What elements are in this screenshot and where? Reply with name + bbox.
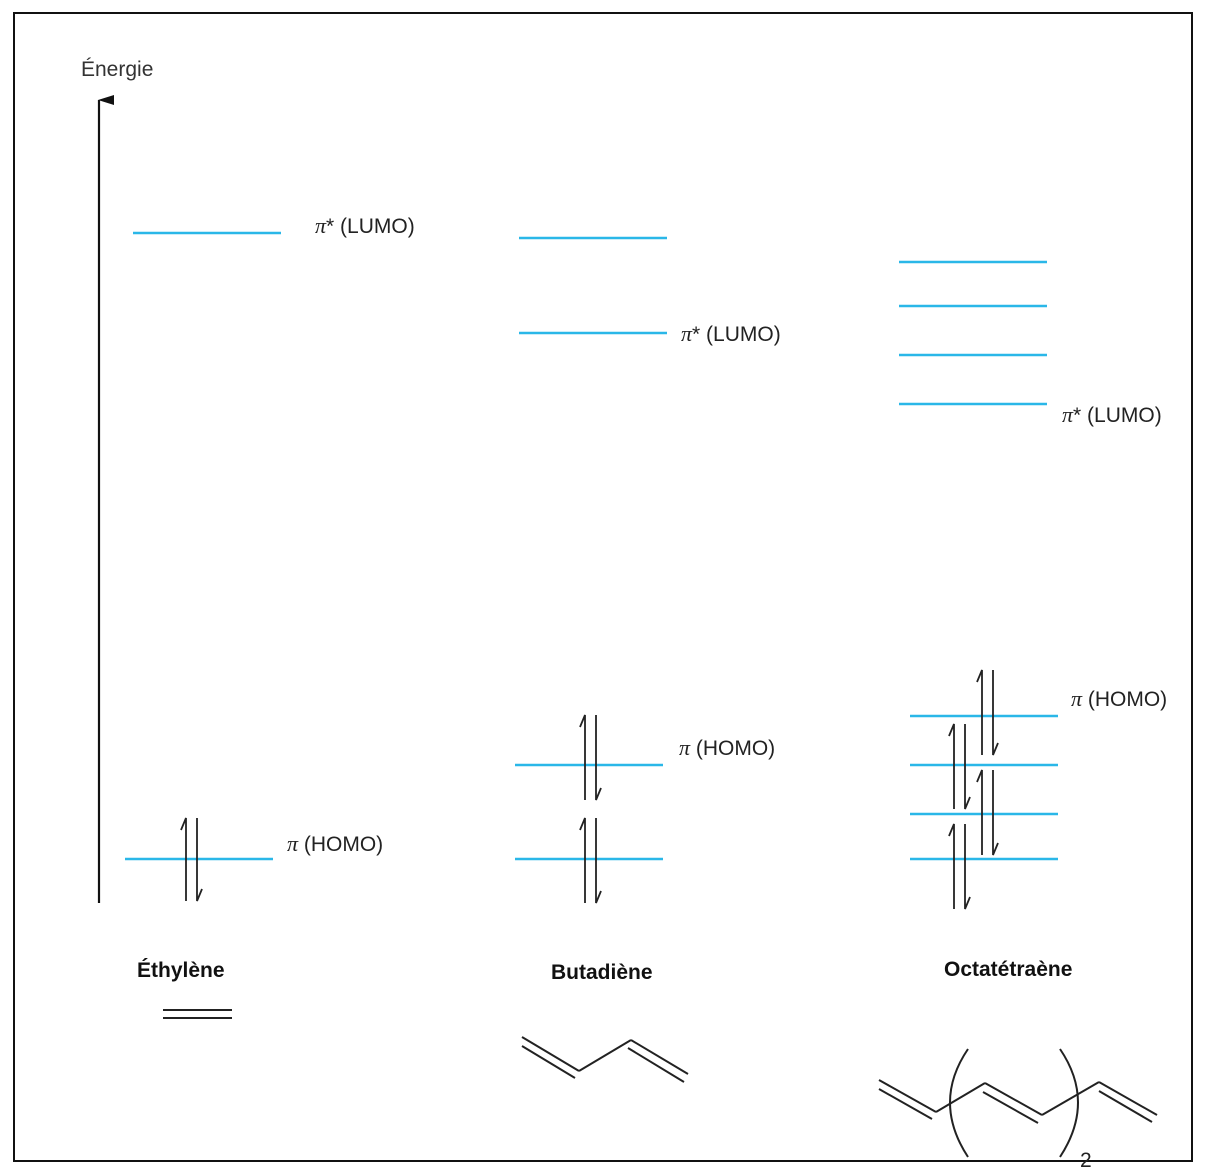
butadiene-lumo-label: π* (LUMO)	[681, 321, 781, 346]
octatetraene-level-1-electron-pair	[948, 823, 971, 910]
octatetraene-left-parenthesis	[949, 1048, 969, 1158]
octatetraene-repeat-subscript: 2	[1080, 1149, 1092, 1172]
energy-axis-label: Énergie	[81, 58, 153, 81]
octatetraene-homo-label: π (HOMO)	[1071, 686, 1167, 711]
octatetraene-level-3-electron-pair	[948, 723, 971, 810]
octatetraene-homo-electron-pair	[976, 669, 999, 756]
ethylene-lumo-label: π* (LUMO)	[315, 213, 415, 238]
octatetraene-lumo-label: π* (LUMO)	[1062, 402, 1162, 427]
figure-frame	[13, 12, 1193, 1162]
ethylene-name: Éthylène	[137, 959, 225, 982]
butadiene-homo-electron-pair	[579, 714, 602, 801]
octatetraene-structure: 2	[878, 1048, 1158, 1172]
ethylene-homo-label: π (HOMO)	[287, 831, 383, 856]
ethylene-homo-electron-pair	[180, 817, 203, 902]
butadiene-structure	[521, 1036, 689, 1083]
ethylene-structure	[163, 1009, 232, 1019]
octatetraene-name: Octatétraène	[944, 958, 1072, 981]
octatetraene-right-parenthesis	[1059, 1048, 1079, 1158]
octatetraene-level-2-electron-pair	[976, 769, 999, 856]
butadiene-level-1-electron-pair	[579, 817, 602, 904]
butadiene-homo-label: π (HOMO)	[679, 735, 775, 760]
butadiene-name: Butadiène	[551, 961, 653, 984]
